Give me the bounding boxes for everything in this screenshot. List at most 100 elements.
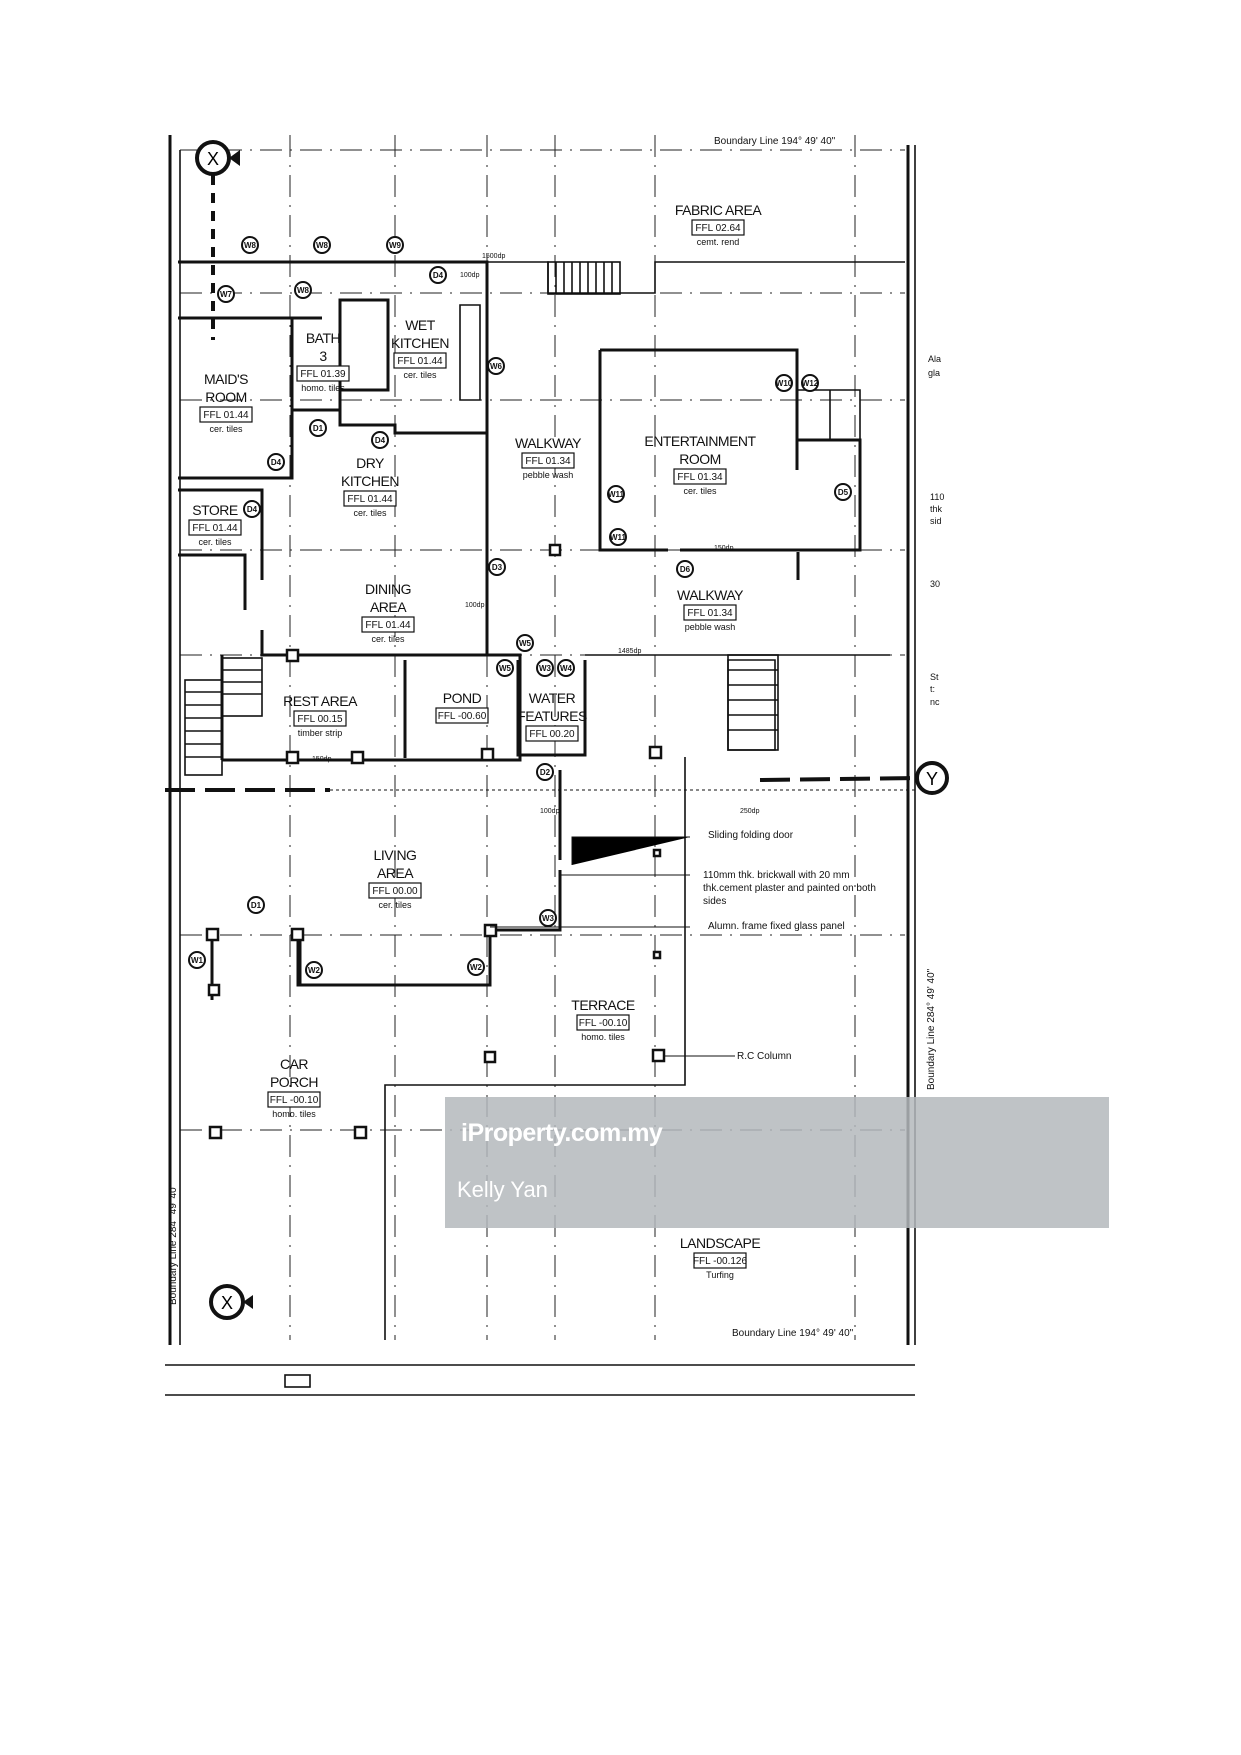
room-name: FABRIC AREA	[675, 202, 762, 218]
ffl-box	[693, 1252, 747, 1269]
tag-w7: W7	[217, 285, 235, 303]
room-ffl: FFL 01.44	[347, 494, 393, 505]
room-name: KITCHEN	[391, 335, 449, 351]
svg-text:W8: W8	[297, 286, 310, 295]
room-name: WALKWAY	[515, 435, 582, 451]
ffl-box	[393, 352, 447, 369]
room-walkway: WALKWAY FFL 01.34 pebble wash	[515, 435, 583, 480]
room-name: LIVING	[374, 847, 417, 863]
svg-text:100dp: 100dp	[540, 808, 560, 815]
room-name: DINING	[365, 581, 411, 597]
svg-text:30: 30	[930, 579, 940, 589]
watermark-brand: iProperty.com.my	[461, 1119, 663, 1147]
tag-d4: D4	[243, 500, 261, 518]
watermark-agent: Kelly Yan	[457, 1177, 548, 1202]
room-name: MAID'S	[204, 371, 248, 387]
room-name: TERRACE	[571, 997, 635, 1013]
svg-text:W11: W11	[608, 490, 625, 499]
svg-text:thk: thk	[930, 504, 943, 514]
tag-d2: D2	[536, 763, 554, 781]
svg-text:1500dp: 1500dp	[482, 253, 505, 260]
note-brickwall-2: thk.cement plaster and painted on both	[703, 883, 876, 894]
boundary-label-right: Boundary Line 284° 49' 40"	[926, 968, 937, 1090]
room-name: 3	[319, 348, 327, 364]
svg-text:Y: Y	[926, 769, 938, 789]
svg-text:D4: D4	[433, 271, 444, 280]
svg-text:W9: W9	[389, 241, 402, 250]
room-finish: pebble wash	[523, 470, 574, 480]
svg-text:D2: D2	[540, 768, 551, 777]
svg-text:W2: W2	[308, 966, 321, 975]
room-name: WET	[405, 317, 436, 333]
room-ffl: FFL 01.34	[525, 456, 571, 467]
svg-text:100dp: 100dp	[465, 602, 485, 609]
room-ffl: FFL 01.44	[192, 523, 238, 534]
ffl-box	[525, 725, 579, 742]
grid-marker-x-top: X	[195, 140, 240, 176]
tag-w1: W1	[188, 951, 206, 969]
tag-w2: W2	[305, 961, 323, 979]
room-name: PORCH	[270, 1074, 318, 1090]
room-finish: pebble wash	[685, 622, 736, 632]
svg-text:W7: W7	[220, 290, 233, 299]
room-finish: cer. tiles	[209, 424, 243, 434]
room-fabric-area: FABRIC AREA FFL 02.64 cemt. rend	[675, 202, 763, 247]
svg-text:W4: W4	[560, 664, 573, 673]
room-name: LANDSCAPE	[680, 1235, 760, 1251]
svg-text:100dp: 100dp	[460, 272, 480, 279]
svg-text:Ala: Ala	[928, 354, 941, 364]
grid-marker-x-bottom: X	[209, 1284, 253, 1320]
svg-text:D1: D1	[251, 901, 262, 910]
ffl-box	[521, 452, 575, 469]
svg-text:nc: nc	[930, 697, 940, 707]
svg-text:W5: W5	[499, 664, 512, 673]
tag-w5: W5	[516, 634, 534, 652]
room-name: POND	[443, 690, 482, 706]
staircase	[184, 261, 779, 1388]
boundary-label-top: Boundary Line 194° 49' 40"	[714, 136, 836, 147]
tag-w3: W3	[539, 909, 557, 927]
svg-text:W2: W2	[470, 963, 483, 972]
room-finish: homo. tiles	[301, 383, 345, 393]
tag-d4: D4	[267, 453, 285, 471]
tag-w8: W8	[241, 236, 259, 254]
room-finish: cer. tiles	[353, 508, 387, 518]
svg-text:gla: gla	[928, 368, 940, 378]
svg-text:W8: W8	[244, 241, 257, 250]
tag-d6: D6	[676, 560, 694, 578]
svg-text:D4: D4	[375, 436, 386, 445]
note-rc-column: R.C Column	[737, 1051, 791, 1062]
tag-w3: W3	[536, 659, 554, 677]
room-finish: cer. tiles	[403, 370, 437, 380]
room-ffl: FFL 00.15	[297, 714, 343, 725]
room-name: KITCHEN	[341, 473, 399, 489]
ffl-box	[435, 707, 489, 724]
tag-w5: W5	[496, 659, 514, 677]
tag-d1: D1	[309, 419, 327, 437]
room-ffl: FFL 02.64	[695, 223, 741, 234]
svg-text:D5: D5	[838, 488, 849, 497]
room-name: REST AREA	[283, 693, 358, 709]
svg-text:D4: D4	[271, 458, 282, 467]
tag-d4: D4	[371, 431, 389, 449]
tag-d5: D5	[834, 483, 852, 501]
room-finish: cemt. rend	[697, 237, 740, 247]
tag-w10: W10	[775, 374, 793, 392]
room-name: CAR	[280, 1056, 308, 1072]
room-ffl: FFL 01.34	[677, 472, 723, 483]
room-name: DRY	[356, 455, 385, 471]
tag-w2: W2	[467, 958, 485, 976]
room-ffl: FFL 01.39	[300, 369, 346, 380]
room-name: AREA	[370, 599, 407, 615]
note-brickwall-1: 110mm thk. brickwall with 20 mm	[703, 870, 850, 881]
tag-w8: W8	[313, 236, 331, 254]
